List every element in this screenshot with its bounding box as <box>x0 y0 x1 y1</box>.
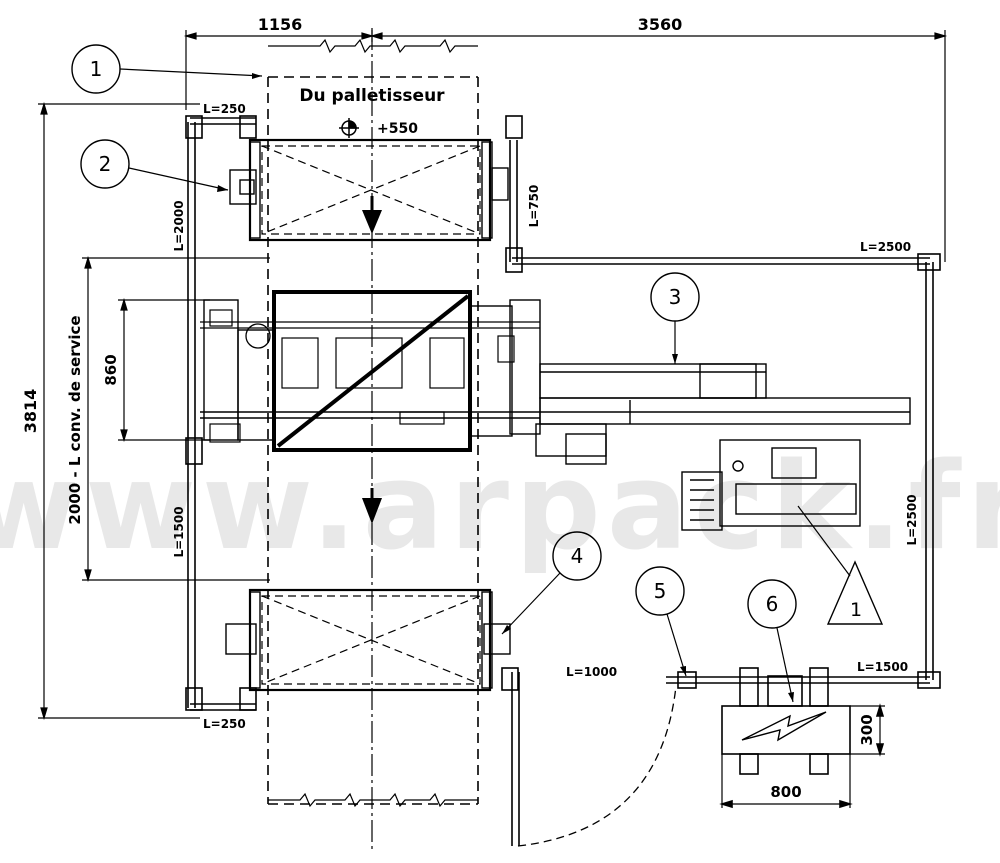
fence-label-bottom-left-short: L=250 <box>203 717 246 731</box>
safety-fence <box>187 117 934 846</box>
fence-label-bottom-right: L=1500 <box>857 660 908 674</box>
dim-top-right-width: 3560 <box>638 15 683 34</box>
dim-cabinet-height: 300 <box>858 714 876 745</box>
dim-top-left-width: 1156 <box>258 15 303 34</box>
callout-5: 5 <box>635 566 687 677</box>
control-unit <box>681 439 861 531</box>
fence-label-right-vertical: L=2500 <box>905 494 919 545</box>
flow-arrows <box>362 196 382 524</box>
callout-3: 3 <box>650 272 700 364</box>
lane-break-marks <box>268 38 478 808</box>
upper-pallet-rollers <box>229 141 509 239</box>
callout-6: 6 <box>747 579 797 703</box>
fence-label-door-opening: L=1000 <box>566 665 617 679</box>
watermark-text: www.arpack.fr <box>0 438 1000 577</box>
dim-machine-height: 860 <box>102 354 120 385</box>
wrapping-machine <box>200 290 541 452</box>
door-swing-arc <box>517 685 677 847</box>
lower-pallet-cross <box>261 595 481 685</box>
dim-total-height: 3814 <box>21 389 40 434</box>
fence-posts <box>185 115 941 711</box>
dim-service-conveyor: 2000 - L conv. de service <box>66 315 84 524</box>
upper-pallet-cross <box>261 145 481 235</box>
fence-label-left-upper: L=2000 <box>172 200 186 251</box>
fence-label-top-left-short: L=250 <box>203 102 246 116</box>
lower-pallet-rollers <box>225 591 511 689</box>
callout-5-label: 5 <box>654 579 667 603</box>
left-dimension-lines <box>38 101 270 721</box>
service-conveyor-arm <box>535 363 911 465</box>
electrical-cabinet <box>719 667 885 809</box>
callout-4: 4 <box>501 531 602 635</box>
warning-triangle-label: 1 <box>850 599 862 621</box>
callout-6-label: 6 <box>766 592 779 616</box>
fence-label-top-right: L=2500 <box>860 240 911 254</box>
callout-2-label: 2 <box>99 152 112 176</box>
fence-label-left-lower: L=1500 <box>172 506 186 557</box>
height-marker-label: +550 <box>377 121 418 137</box>
dim-cabinet-width: 800 <box>770 783 801 801</box>
callout-1-label: 1 <box>90 57 103 81</box>
source-label: Du palletisseur <box>299 86 445 106</box>
fence-label-right-post: L=750 <box>527 185 541 228</box>
callout-4-label: 4 <box>571 544 584 568</box>
conveyor-lane <box>267 76 479 805</box>
callout-3-label: 3 <box>669 285 682 309</box>
callout-1: 1 <box>71 44 263 94</box>
callout-2: 2 <box>80 139 229 192</box>
top-dimension-lines <box>183 30 948 262</box>
warning-triangle-callout: 1 <box>797 505 884 625</box>
height-marker-symbol <box>339 118 359 138</box>
